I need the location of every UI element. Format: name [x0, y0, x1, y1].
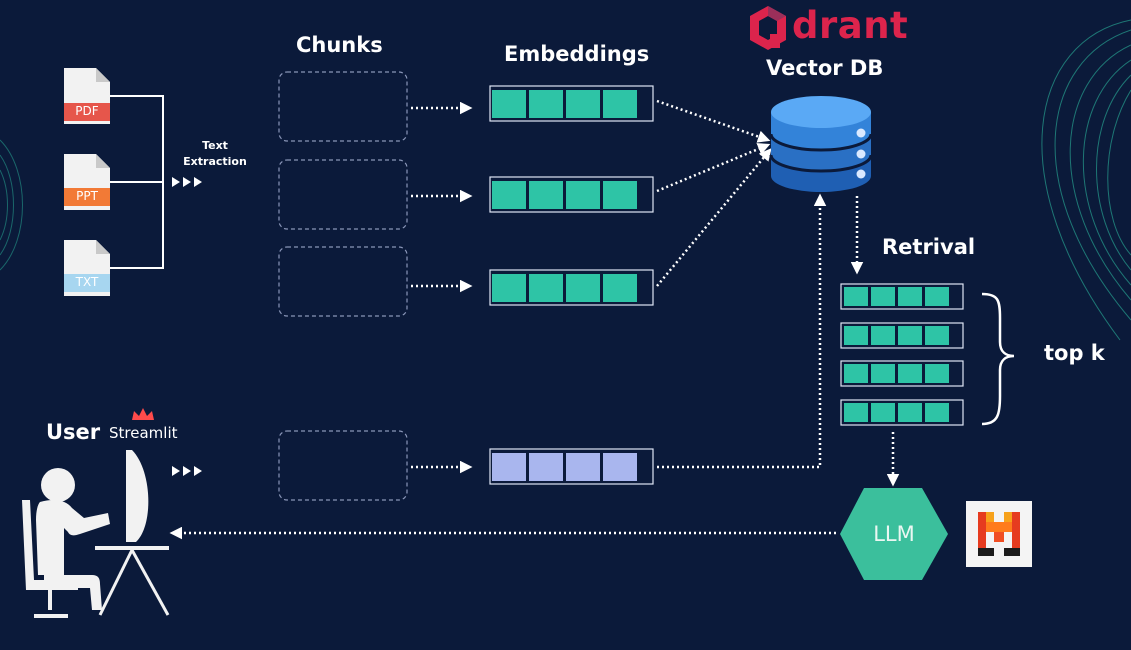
user-input-chevrons	[172, 466, 202, 476]
document-ppt-icon	[64, 154, 110, 210]
chunk-box	[278, 246, 408, 317]
chunk-box	[278, 430, 408, 501]
decorative-swirl-right	[1041, 19, 1131, 341]
text-extraction-chevrons	[172, 177, 202, 187]
text-extraction-line1: Text	[202, 139, 228, 152]
top-k-label: top k	[1044, 341, 1105, 365]
document-ppt-label: PPT	[76, 189, 98, 203]
streamlit-label: Streamlit	[109, 424, 178, 442]
embedding-vector	[489, 85, 654, 122]
decorative-swirl-left	[0, 139, 23, 271]
user-label: User	[46, 420, 101, 444]
embeddings-heading: Embeddings	[504, 42, 650, 66]
vector-db-heading: Vector DB	[766, 56, 884, 80]
llm-hexagon	[840, 488, 948, 580]
top-k-brace	[981, 292, 1015, 426]
crown-icon	[132, 408, 154, 420]
retrieval-heading: Retrival	[882, 235, 976, 259]
retrieved-vector	[840, 360, 964, 387]
mistral-logo-icon	[966, 501, 1032, 567]
chunk-box	[278, 71, 408, 142]
document-txt-label: TXT	[75, 275, 99, 289]
document-pdf-label: PDF	[75, 104, 99, 118]
query-embedding-vector	[489, 448, 654, 485]
qdrant-logo-text: drant	[792, 4, 909, 47]
chunk-to-embedding-arrows	[411, 101, 473, 474]
database-icon	[769, 96, 873, 192]
document-connector	[110, 95, 164, 269]
text-extraction-line2: Extraction	[183, 155, 247, 168]
retrieved-vector	[840, 399, 964, 426]
chunks-heading: Chunks	[296, 33, 383, 57]
embedding-vector	[489, 269, 654, 306]
retrieved-vector	[840, 283, 964, 310]
embedding-to-db-arrows	[656, 99, 772, 287]
person-at-computer-icon	[22, 450, 170, 618]
llm-label: LLM	[873, 522, 915, 546]
qdrant-logo-icon	[750, 6, 786, 50]
document-txt-icon	[64, 240, 110, 296]
retrieved-vector	[840, 322, 964, 349]
query-to-db-arrow	[657, 193, 827, 469]
embedding-vector	[489, 176, 654, 213]
document-pdf-icon	[64, 68, 110, 124]
chunk-boxes	[278, 71, 408, 501]
text-extraction-label: Text Extraction	[180, 138, 250, 170]
chunk-box	[278, 159, 408, 230]
